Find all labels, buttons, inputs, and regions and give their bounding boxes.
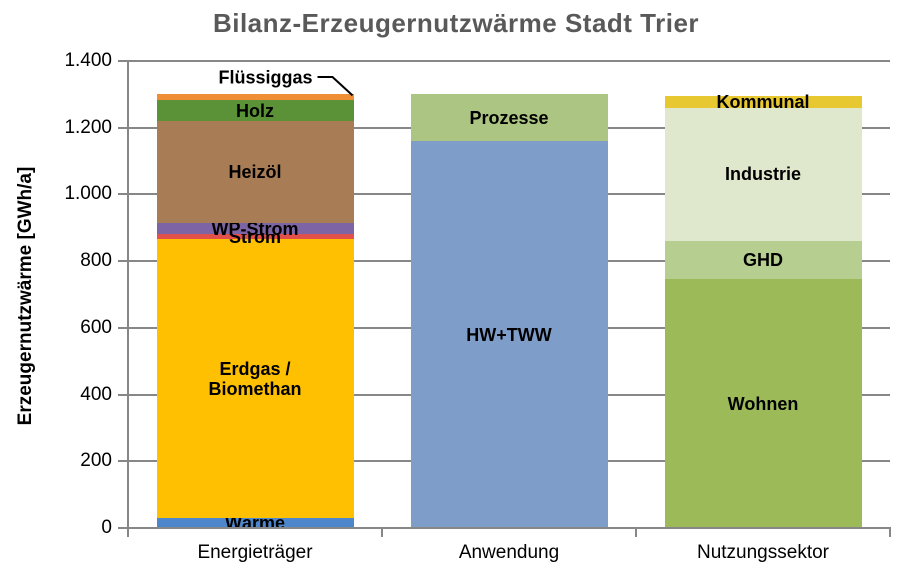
bar-segment-holz — [156, 100, 354, 122]
x-axis-tick — [381, 528, 383, 537]
x-axis-tick — [889, 528, 891, 537]
x-axis-tick — [127, 528, 129, 537]
y-tick-label-600: 600 — [80, 316, 112, 338]
bar-segment-erdgas-biomethan — [156, 239, 354, 518]
bar-segment-strom — [156, 234, 354, 240]
callout-line-fluessiggas — [317, 76, 354, 97]
y-tick-label-400: 400 — [80, 383, 112, 405]
y-axis-tick — [118, 193, 128, 196]
y-tick-label-1000: 1.000 — [64, 183, 112, 205]
y-axis-tick — [118, 527, 128, 529]
category-label-energietraeger: Energieträger — [197, 542, 313, 563]
bar-segment-prozesse — [410, 94, 608, 142]
bar-segment-waerme — [156, 517, 354, 528]
y-tick-label-800: 800 — [80, 250, 112, 272]
y-tick-label-1200: 1.200 — [64, 116, 112, 138]
bar-segment-heizoel — [156, 121, 354, 223]
bar-segment-kommunal — [664, 96, 862, 108]
y-axis-tick — [118, 393, 128, 396]
y-axis-tick — [118, 60, 128, 62]
y-tick-label-0: 0 — [101, 517, 112, 538]
gridline-1400 — [128, 60, 890, 62]
bar-segment-wohnen — [664, 279, 862, 528]
y-axis-tick — [118, 460, 128, 463]
chart-title: Bilanz-Erzeugernutzwärme Stadt Trier — [212, 8, 700, 38]
category-label-anwendung: Anwendung — [458, 542, 560, 563]
bar-segment-hw-tww — [410, 141, 608, 528]
bar-segment-fluessiggas — [156, 94, 354, 101]
y-tick-label-200: 200 — [80, 450, 112, 472]
x-axis-line — [128, 527, 891, 529]
category-label-nutzungssektor: Nutzungssektor — [696, 542, 829, 563]
bar-segment-ghd — [664, 241, 862, 280]
y-axis-tick — [118, 260, 128, 263]
y-tick-label-1400: 1.400 — [64, 50, 112, 71]
bar-segment-wp-strom — [156, 222, 354, 235]
bar-segment-industrie — [664, 107, 862, 242]
callout-label-fluessiggas: Flüssiggas — [218, 67, 313, 88]
y-axis-line — [127, 60, 129, 529]
y-axis-tick — [118, 126, 128, 129]
x-axis-tick — [635, 528, 637, 537]
y-axis-tick — [118, 326, 128, 329]
